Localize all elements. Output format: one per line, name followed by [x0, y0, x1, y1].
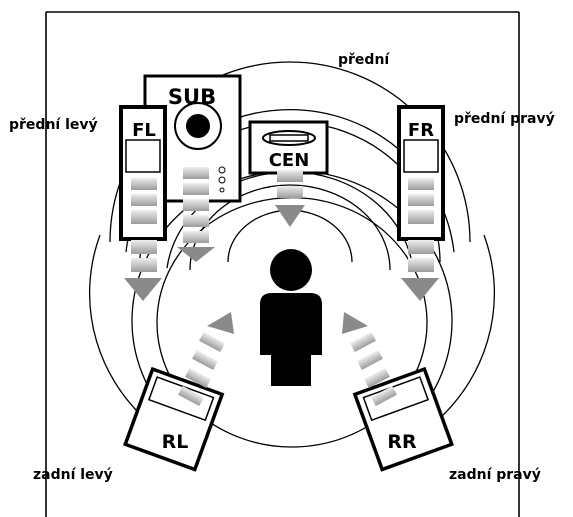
label-front-left: přední levý: [9, 117, 98, 133]
rl-label: RL: [162, 431, 189, 453]
label-rear-left: zadní levý: [33, 467, 113, 483]
label-rear-right: zadní pravý: [449, 467, 541, 483]
cen-label: CEN: [269, 150, 310, 171]
rr-label: RR: [387, 431, 417, 453]
label-front-right: přední pravý: [454, 111, 555, 127]
sub-sound-arrow: [177, 167, 215, 262]
fl-label: FL: [132, 120, 156, 141]
cen-sound-arrow: [275, 170, 305, 227]
center-speaker: CEN: [248, 120, 329, 175]
front-right-speaker: FR: [397, 105, 445, 241]
front-left-speaker: FL: [119, 105, 167, 241]
fr-sound-arrow: [401, 178, 439, 301]
listener-person-icon: [260, 249, 322, 386]
fl-sound-arrow: [124, 178, 162, 301]
label-front: přední: [338, 52, 390, 68]
rr-sound-arrow: [342, 312, 397, 407]
room-outline: [45, 11, 520, 517]
fr-label: FR: [408, 120, 434, 141]
rl-sound-arrow: [178, 312, 234, 407]
